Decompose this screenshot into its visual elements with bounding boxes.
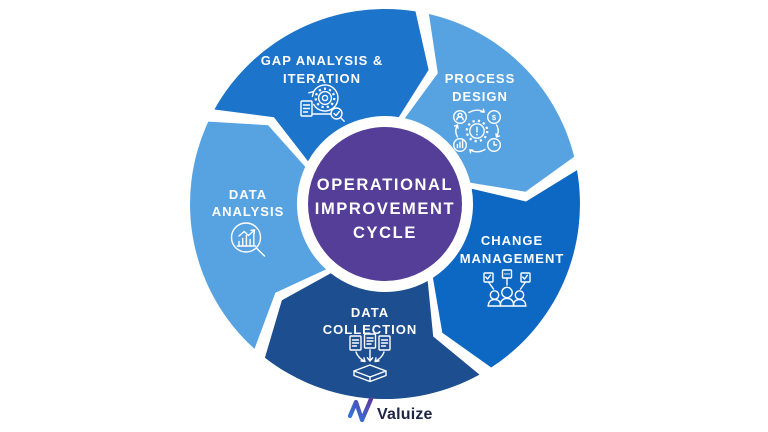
segment-label-line2: ITERATION — [283, 71, 361, 86]
documents-to-storage-icon — [349, 333, 391, 383]
process-gear-network-icon: $ — [453, 108, 502, 154]
magnifier-bar-chart-icon — [230, 222, 266, 257]
valuize-logo: Valuize — [347, 396, 433, 423]
center-title-line2: IMPROVEMENT — [315, 200, 455, 218]
segment-label-line1: DATA — [351, 305, 389, 320]
segment-label-line2: ANALYSIS — [212, 204, 285, 219]
segment-shape — [432, 170, 580, 368]
segment-label-line1: CHANGE — [481, 233, 543, 248]
team-approval-icon — [483, 269, 531, 307]
segment-change-management: CHANGE MANAGEMENT — [432, 170, 580, 368]
segment-shape — [264, 273, 480, 400]
valuize-logo-icon — [347, 396, 374, 423]
center-title-line3: CYCLE — [353, 224, 417, 242]
segment-data-collection: DATA COLLECTION — [264, 273, 480, 400]
segment-shape — [190, 121, 327, 349]
center-circle-shape — [308, 127, 462, 281]
segment-label-line1: GAP ANALYSIS & — [261, 53, 384, 68]
segment-data-analysis: DATA ANALYSIS — [190, 121, 327, 349]
center-circle: OPERATIONAL IMPROVEMENT CYCLE — [308, 127, 462, 281]
segment-shape — [404, 14, 575, 192]
segment-label-line1: PROCESS — [445, 71, 516, 86]
segment-label-line2: MANAGEMENT — [460, 251, 565, 266]
segment-label-line2: DESIGN — [452, 89, 508, 104]
segment-label-line2: COLLECTION — [323, 322, 418, 337]
segment-process-design: PROCESS DESIGN $ — [404, 14, 575, 192]
valuize-logo-text: Valuize — [377, 406, 433, 423]
center-title-line1: OPERATIONAL — [317, 176, 453, 194]
svg-text:$: $ — [492, 113, 497, 122]
segment-label-line1: DATA — [229, 187, 267, 202]
segment-gap-analysis-iteration: GAP ANALYSIS & ITERATION — [214, 8, 429, 162]
